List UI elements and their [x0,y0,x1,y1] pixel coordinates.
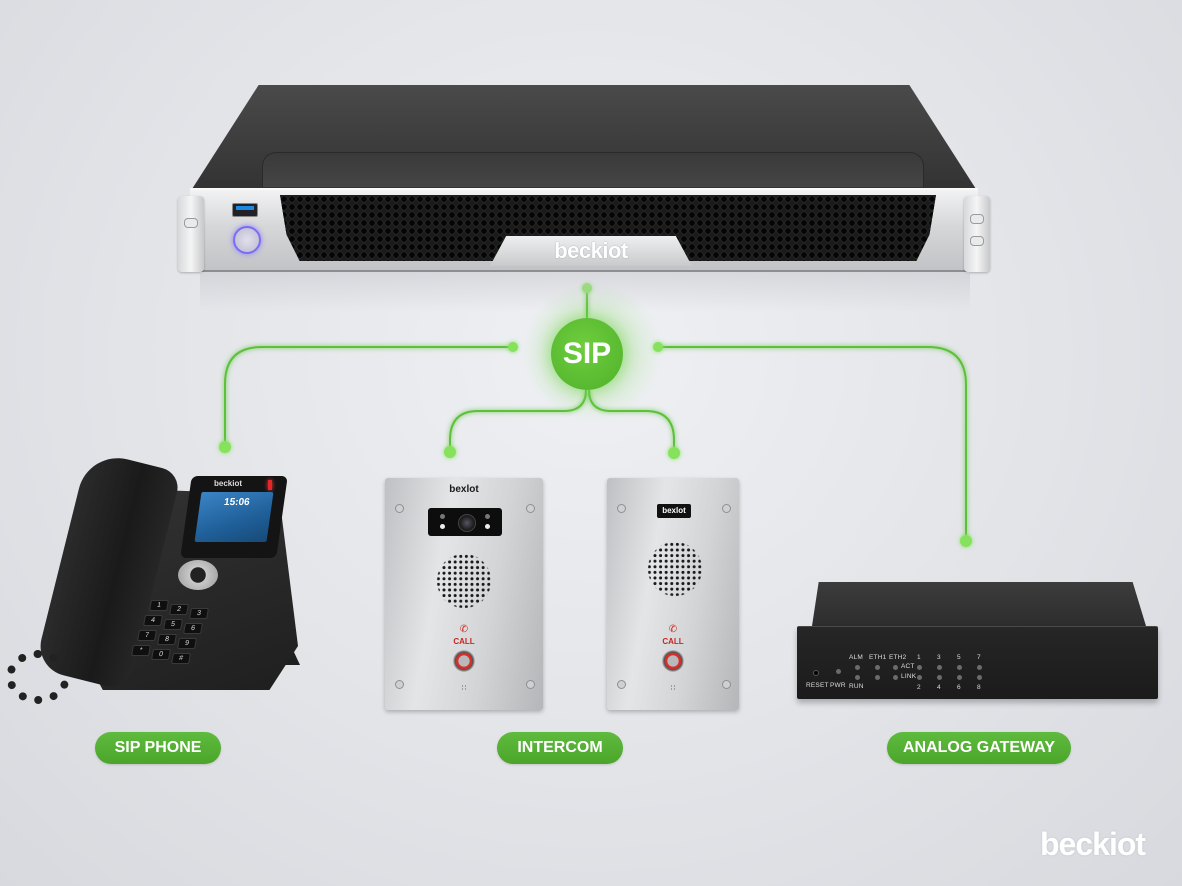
phone-link-line [224,346,513,446]
call-label: CALL [662,637,684,646]
eth2-act-led [893,665,898,670]
server-brand-logo: beckiot [554,238,628,263]
port-led [917,665,922,670]
phone-ringing-icon: ✆ [459,624,469,635]
node-dot [653,342,663,352]
port-label: 4 [937,684,941,691]
port-led [977,665,982,670]
node-dot [219,441,231,453]
phone-key: 9 [177,638,197,649]
port-led [957,675,962,680]
server-logo-plate [490,236,692,266]
rack-ear-left [178,196,204,272]
phone-key: 3 [189,608,209,619]
phone-key: 6 [183,623,203,634]
phone-key: 8 [157,634,177,645]
pwr-label: PWR [830,682,846,689]
phone-coiled-cord [6,650,70,704]
reset-label: RESET [806,682,829,689]
intercom-label: INTERCOM [497,732,623,764]
camera-module [428,508,502,536]
port-label: 3 [937,654,941,661]
server-top-recess [262,152,924,187]
phone-key: * [131,645,151,656]
call-button [662,650,684,672]
intercom1-link-line [449,389,587,452]
gateway-top-cover [812,582,1146,626]
port-led [937,675,942,680]
pwr-led [836,669,841,674]
port-led [937,665,942,670]
phone-key: 2 [169,604,189,615]
reset-pinhole [813,670,819,676]
eth1-act-led [875,665,880,670]
power-button [233,226,261,254]
phone-nav-pad [178,560,218,590]
rack-ear-right [964,196,990,272]
alm-led [855,665,860,670]
intercom-basic-unit: bexlot ✆ CALL ∷ [607,478,739,710]
eth1-link-led [875,675,880,680]
port-led [957,665,962,670]
speaker-grille [641,536,709,602]
phone-key: 7 [137,630,157,641]
eth2-label: ETH2 [889,654,907,661]
phone-key: 0 [151,649,171,660]
node-dot [668,447,680,459]
port-led [917,675,922,680]
server-reflection [200,272,970,312]
port-led [977,675,982,680]
phone-ringing-icon: ✆ [668,624,678,635]
phone-key: 1 [149,600,169,611]
gateway-link-line [658,346,967,540]
phone-key: # [171,653,191,664]
call-label: CALL [453,637,475,646]
sip-phone-label: SIP PHONE [95,732,221,764]
node-dot [444,446,456,458]
microphone-icon: ∷ [461,685,467,692]
port-label: 6 [957,684,961,691]
eth1-label: ETH1 [869,654,887,661]
intercom-brand-badge: bexlot [657,504,691,518]
intercom-camera-unit: bexlot ✆ CALL ∷ [385,478,543,710]
port-label: 1 [917,654,921,661]
usb-port-icon [232,203,258,217]
sip-hub: SIP [551,318,623,390]
call-button [453,650,475,672]
port-label: 5 [957,654,961,661]
brand-watermark: beckiot [1040,826,1146,862]
link-label: LINK [901,673,917,680]
phone-key: 5 [163,619,183,630]
eth2-link-led [893,675,898,680]
run-label: RUN [849,683,864,690]
port-label: 8 [977,684,981,691]
analog-gateway-front: RESET PWR ALM RUN ETH1 ETH2 ACT LINK 1 3… [797,626,1158,699]
phone-key: 4 [143,615,163,626]
port-label: 2 [917,684,921,691]
run-led [855,675,860,680]
node-dot [508,342,518,352]
microphone-icon: ∷ [670,685,676,692]
intercom-brand-logo: bexlot [449,484,479,495]
node-dot [960,535,972,547]
alm-label: ALM [849,654,863,661]
intercom2-link-line [588,389,675,452]
analog-gateway-label: ANALOG GATEWAY [887,732,1071,764]
phone-brand-logo: beckiot [214,479,243,488]
port-label: 7 [977,654,981,661]
act-label: ACT [901,663,915,670]
phone-status-led [268,480,272,490]
phone-screen-time: 15:06 [223,497,251,508]
camera-lens-icon [458,514,476,532]
server-vent-grille [280,195,936,261]
speaker-grille [430,548,498,614]
